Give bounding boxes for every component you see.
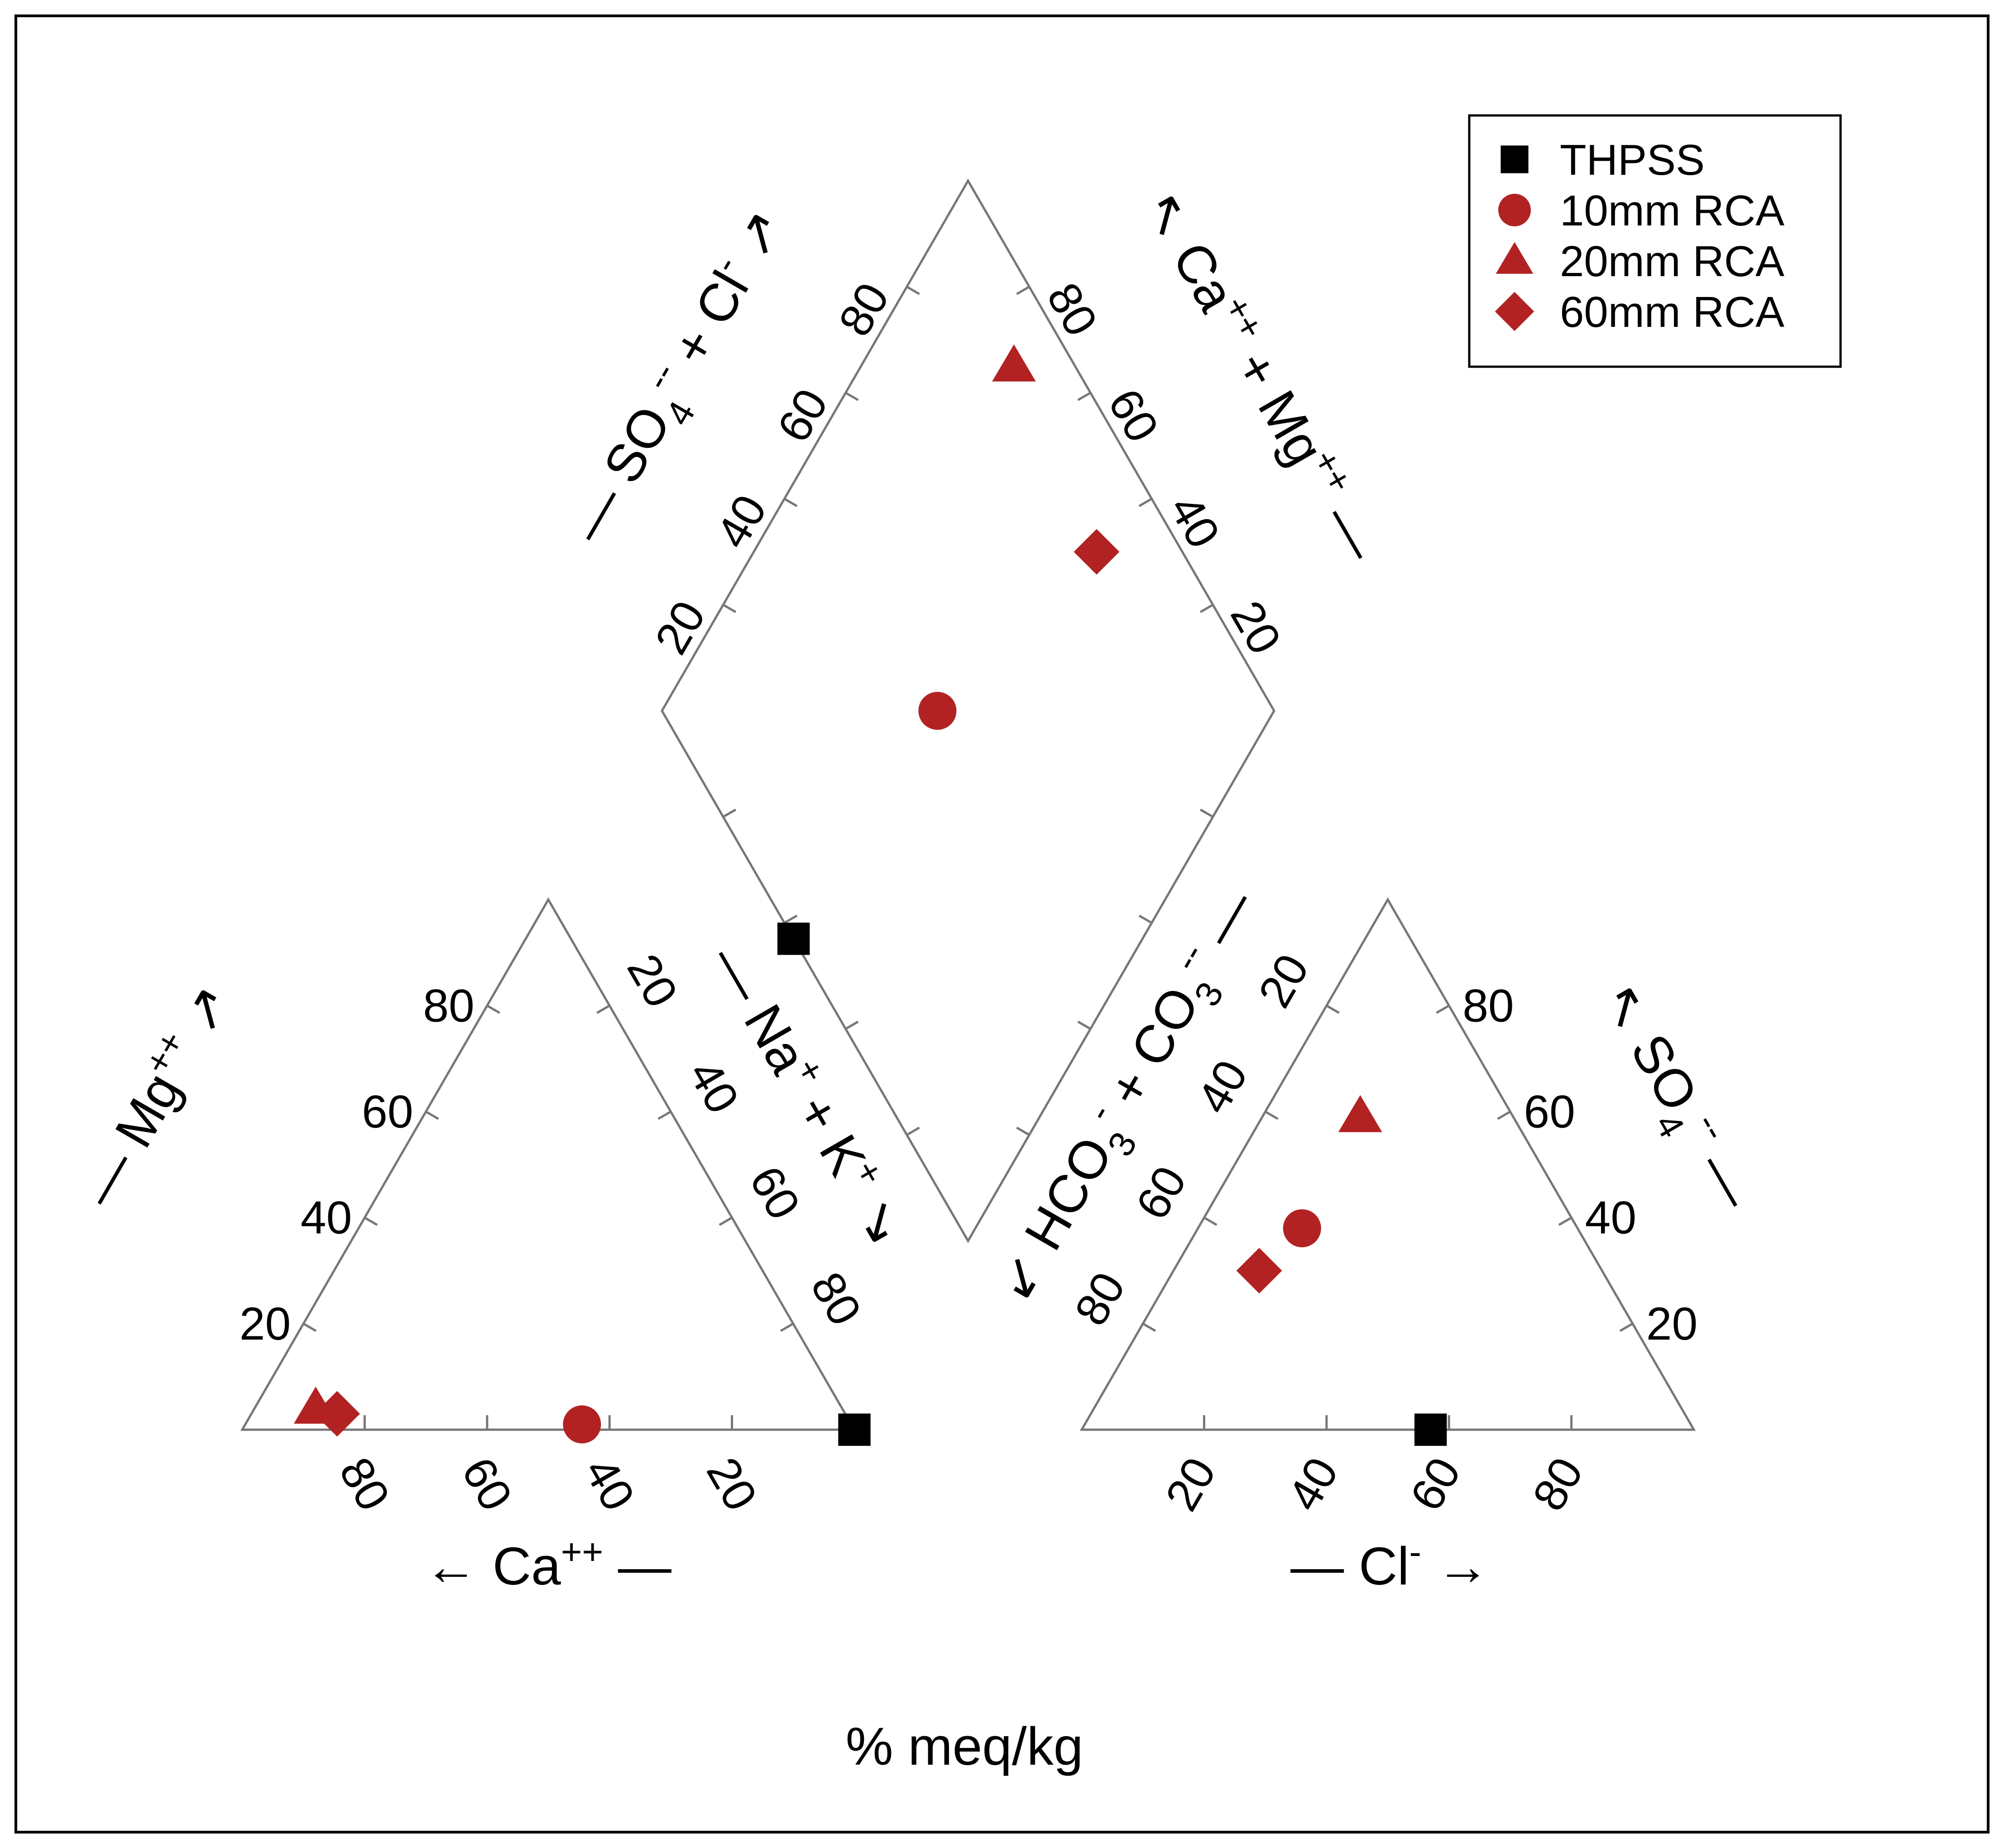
- point-diamond-diamond: [1074, 529, 1120, 575]
- tick-mark: [784, 914, 798, 924]
- tick-mark: [906, 1126, 920, 1136]
- tick-mark: [1016, 1126, 1030, 1136]
- tick-mark: [596, 1005, 610, 1014]
- tick-mark: [1199, 603, 1214, 613]
- cation-triangle: [240, 897, 857, 1431]
- point-cation-circle: [563, 1405, 601, 1444]
- legend-marker-triangle: [1496, 242, 1534, 274]
- legend-label: THPSS: [1560, 136, 1705, 184]
- x-axis-label: % meq/kg: [846, 1717, 1084, 1776]
- axis-label-ca: ← Ca++​ —: [424, 1532, 671, 1596]
- tick-mark: [1199, 809, 1214, 818]
- tick-mark: [1558, 1216, 1572, 1226]
- tick-label: 60: [1524, 1086, 1575, 1137]
- tick-mark: [1077, 392, 1091, 401]
- legend-marker-diamond: [1495, 292, 1534, 331]
- tick-mark: [845, 392, 859, 401]
- tick-mark: [1326, 1005, 1340, 1014]
- diagram-frames: [240, 178, 1696, 1431]
- point-diamond-square: [777, 922, 810, 955]
- tick-mark: [1619, 1322, 1634, 1332]
- tick-mark: [845, 1020, 859, 1030]
- tick-mark: [1142, 1322, 1156, 1332]
- tick-label: 80: [423, 980, 474, 1031]
- tick-mark: [425, 1111, 439, 1120]
- point-anion-diamond: [1236, 1248, 1282, 1294]
- tick-mark: [657, 1111, 671, 1120]
- tick-label: 80: [1462, 980, 1514, 1031]
- data-points: [293, 344, 1447, 1446]
- tick-mark: [1138, 498, 1152, 507]
- tick-mark: [1265, 1111, 1279, 1120]
- tick-label: 60: [362, 1086, 413, 1137]
- point-anion-triangle: [1338, 1095, 1382, 1132]
- legend-marker-square: [1501, 145, 1529, 173]
- legend-label: 20mm RCA: [1560, 237, 1784, 286]
- anion-triangle: [1079, 897, 1696, 1431]
- tick-mark: [906, 286, 920, 295]
- tick-mark: [719, 1216, 733, 1226]
- tick-mark: [1016, 286, 1030, 295]
- tick-mark: [364, 1216, 378, 1226]
- tick-mark: [1436, 1005, 1450, 1014]
- tick-label: 20: [1646, 1298, 1697, 1350]
- tick-mark: [1497, 1111, 1511, 1120]
- legend-label: 60mm RCA: [1560, 288, 1784, 336]
- tick-mark: [722, 809, 737, 818]
- diamond-field: [661, 178, 1275, 1243]
- tick-mark: [1203, 1216, 1218, 1226]
- point-anion-square: [1414, 1413, 1447, 1446]
- tick-label: 40: [301, 1192, 352, 1244]
- legend-label: 10mm RCA: [1560, 187, 1784, 235]
- tick-mark: [780, 1322, 794, 1332]
- tick-mark: [722, 603, 737, 613]
- point-cation-diamond: [314, 1391, 360, 1437]
- point-cation-square: [838, 1413, 871, 1446]
- tick-mark: [784, 498, 798, 507]
- tick-mark: [302, 1322, 317, 1332]
- point-diamond-triangle: [992, 344, 1036, 382]
- tick-mark: [1138, 914, 1152, 924]
- legend-marker-circle: [1498, 194, 1531, 226]
- legend-box: [1468, 114, 1842, 368]
- tick-mark: [486, 1005, 500, 1014]
- point-anion-circle: [1283, 1209, 1321, 1248]
- point-diamond-circle: [918, 692, 957, 730]
- axis-label-cl: — Cl-​ →: [1290, 1532, 1490, 1596]
- tick-label: 20: [240, 1298, 291, 1350]
- tick-mark: [1077, 1020, 1091, 1030]
- tick-label: 40: [1585, 1192, 1636, 1244]
